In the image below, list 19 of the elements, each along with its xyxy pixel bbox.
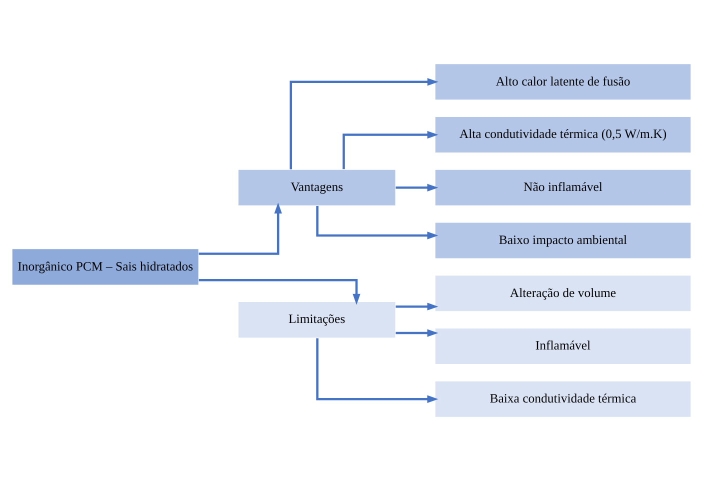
arrow xyxy=(198,279,360,305)
node-box: Inflamável xyxy=(434,328,692,365)
arrow xyxy=(342,130,438,170)
node-box: Baixa condutividade térmica xyxy=(434,380,692,418)
node-box: Vantagens xyxy=(238,168,396,206)
arrow xyxy=(198,202,282,255)
node-box: Alteração de volume xyxy=(434,274,692,312)
node-box: Não inflamável xyxy=(434,168,692,206)
node-box: Limitações xyxy=(238,301,396,338)
node-box: Baixo impacto ambiental xyxy=(434,222,692,260)
arrow xyxy=(396,184,438,192)
arrow xyxy=(396,302,438,310)
node-box: Alta condutividade térmica (0,5 W/m.K) xyxy=(434,116,692,154)
arrow xyxy=(316,338,438,403)
node-box: Inorgânico PCM – Sais hidratados xyxy=(11,248,200,286)
node-box: Alto calor latente de fusão xyxy=(434,63,692,101)
arrow xyxy=(396,329,438,337)
arrow xyxy=(316,206,438,240)
arrow xyxy=(290,78,438,170)
